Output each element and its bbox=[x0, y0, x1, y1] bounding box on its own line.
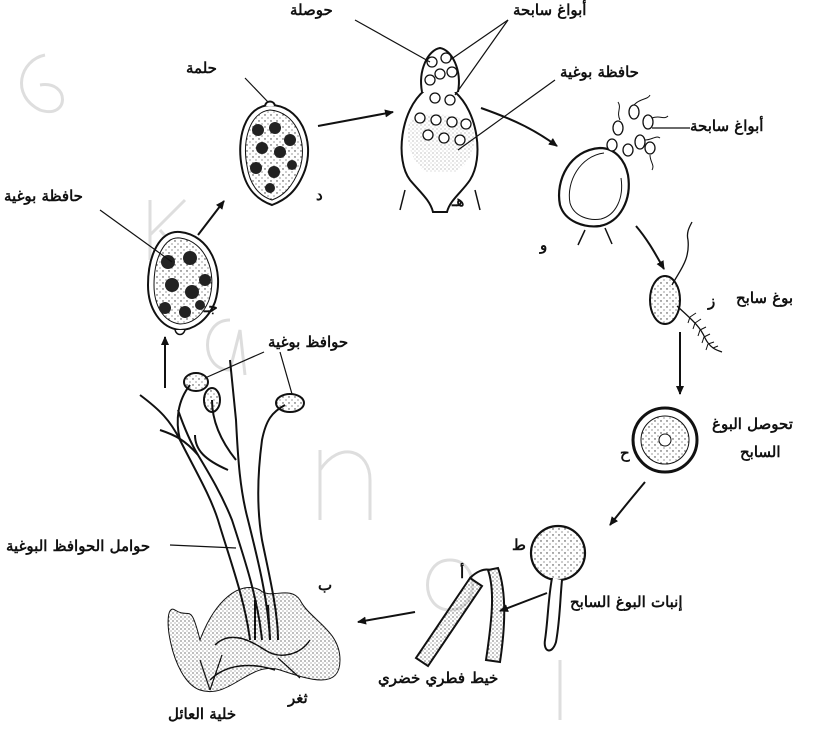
label-swimming-spores-top: أبواغ سابحة bbox=[513, 2, 586, 19]
stage-letter-ta: ط bbox=[512, 536, 526, 554]
encysted-spore-ha bbox=[633, 408, 697, 472]
label-sporangium-top: حافظة بوغية bbox=[560, 64, 639, 81]
label-sporangiophores: حوامل الحوافظ البوغية bbox=[6, 538, 150, 555]
swimming-spore-z bbox=[650, 222, 722, 352]
leader-sporangium-top bbox=[458, 80, 555, 150]
label-encystment-line1: تحوصل البوغ bbox=[712, 416, 793, 433]
stage-letter-h: هـ bbox=[452, 192, 464, 210]
stage-letter-d: د bbox=[316, 186, 323, 204]
green-hypha-a bbox=[416, 568, 504, 666]
sporangium-papilla-d bbox=[240, 102, 308, 206]
label-green-hypha: خيط فطري خضري bbox=[378, 670, 498, 687]
leader-hawsala bbox=[355, 20, 430, 62]
sporangiophore-plant-b bbox=[140, 360, 340, 692]
label-halama: حلمة bbox=[186, 60, 217, 77]
stage-letter-z: ز bbox=[708, 292, 715, 310]
label-host-cell: خلية العائل bbox=[168, 706, 236, 723]
label-encystment-line2: السابح bbox=[740, 444, 781, 461]
sporangium-release-h bbox=[400, 48, 480, 212]
stage-letter-ha: ح bbox=[620, 444, 630, 462]
leader-sporangia-2 bbox=[280, 352, 292, 394]
leader-spores-top-1 bbox=[450, 20, 508, 60]
label-sporangium-left: حافظة بوغية bbox=[4, 188, 83, 205]
leader-halama bbox=[245, 78, 268, 102]
stage-letter-w: و bbox=[540, 236, 547, 254]
stage-letter-b: ب bbox=[318, 576, 332, 594]
sporangium-j bbox=[148, 232, 218, 335]
leader-spores-top-2 bbox=[455, 20, 508, 95]
label-swimming-spores-right: أبواغ سابحة bbox=[690, 118, 763, 135]
label-hawsala: حوصلة bbox=[290, 2, 333, 19]
germinating-spore-ta bbox=[531, 526, 585, 650]
stage-letter-a: أ bbox=[460, 564, 464, 582]
stage-letter-j: جـ bbox=[204, 298, 218, 316]
leader-sporangium-left bbox=[100, 210, 172, 262]
label-stoma: ثغر bbox=[288, 690, 308, 707]
label-sporangia: حوافظ بوغية bbox=[268, 334, 348, 351]
empty-sporangium-w bbox=[559, 95, 668, 245]
label-germination: إنبات البوغ السابح bbox=[570, 594, 683, 611]
label-swimming-spore: بوغ سابح bbox=[736, 290, 793, 307]
